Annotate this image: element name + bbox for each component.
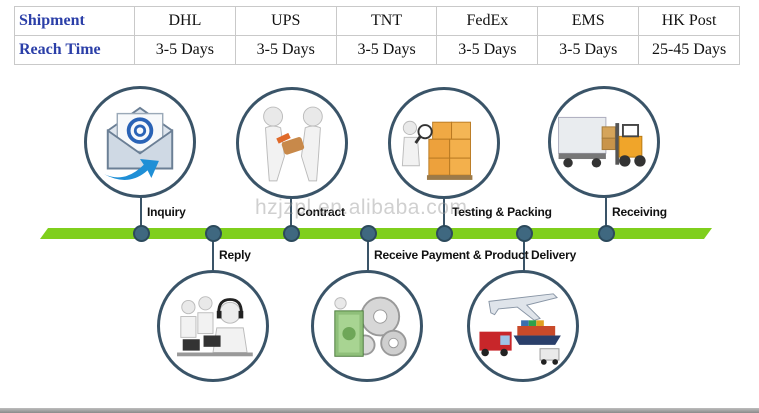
time-cell: 3-5 Days bbox=[436, 35, 539, 65]
email-envelope-icon bbox=[84, 86, 196, 198]
handshake-figures-icon bbox=[236, 87, 348, 199]
reach-time-row-header: Reach Time bbox=[14, 35, 135, 65]
bottom-divider bbox=[0, 408, 759, 413]
time-cell: 3-5 Days bbox=[537, 35, 640, 65]
stem-reply bbox=[212, 234, 214, 274]
stem-testing bbox=[443, 190, 445, 234]
node-testing bbox=[436, 225, 453, 242]
reach-time-row: Reach Time 3-5 Days 3-5 Days 3-5 Days 3-… bbox=[14, 35, 740, 65]
carrier-cell: TNT bbox=[335, 6, 438, 36]
shipping-table: Shipment DHL UPS TNT FedEx EMS HK Post R… bbox=[14, 6, 740, 65]
time-cell: 3-5 Days bbox=[335, 35, 438, 65]
stem-delivery bbox=[523, 234, 525, 278]
carrier-cell: DHL bbox=[134, 6, 236, 36]
carrier-cell: UPS bbox=[234, 6, 337, 36]
node-delivery bbox=[516, 225, 533, 242]
step-label-receiving: Receiving bbox=[612, 205, 667, 219]
node-inquiry bbox=[133, 225, 150, 242]
step-label-inquiry: Inquiry bbox=[147, 205, 186, 219]
stem-contract bbox=[290, 170, 292, 234]
time-cell: 3-5 Days bbox=[234, 35, 337, 65]
shipment-row-header: Shipment bbox=[14, 6, 135, 36]
step-label-reply: Reply bbox=[219, 248, 251, 262]
boxes-inspection-icon bbox=[388, 87, 500, 199]
node-reply bbox=[205, 225, 222, 242]
stem-receiving bbox=[605, 170, 607, 234]
money-gears-icon bbox=[311, 270, 423, 382]
carrier-cell: HK Post bbox=[638, 6, 740, 36]
shipment-row: Shipment DHL UPS TNT FedEx EMS HK Post bbox=[14, 6, 740, 36]
step-label-contract: Contract bbox=[297, 205, 345, 219]
watermark: hzjzpl.en.alibaba.com bbox=[255, 196, 468, 219]
step-label-delivery: Delivery bbox=[531, 248, 577, 262]
plane-truck-ship-icon bbox=[467, 270, 579, 382]
carrier-cell: FedEx bbox=[436, 6, 539, 36]
step-label-testing: Testing & Packing bbox=[452, 205, 552, 219]
step-label-payment: Receive Payment & Product bbox=[374, 248, 529, 262]
time-cell: 3-5 Days bbox=[134, 35, 236, 65]
carrier-cell: EMS bbox=[537, 6, 640, 36]
stem-inquiry bbox=[140, 188, 142, 234]
node-payment bbox=[360, 225, 377, 242]
call-center-icon bbox=[157, 270, 269, 382]
node-contract bbox=[283, 225, 300, 242]
time-cell: 25-45 Days bbox=[638, 35, 740, 65]
node-receiving bbox=[598, 225, 615, 242]
stem-payment bbox=[367, 234, 369, 274]
forklift-truck-icon bbox=[548, 86, 660, 198]
